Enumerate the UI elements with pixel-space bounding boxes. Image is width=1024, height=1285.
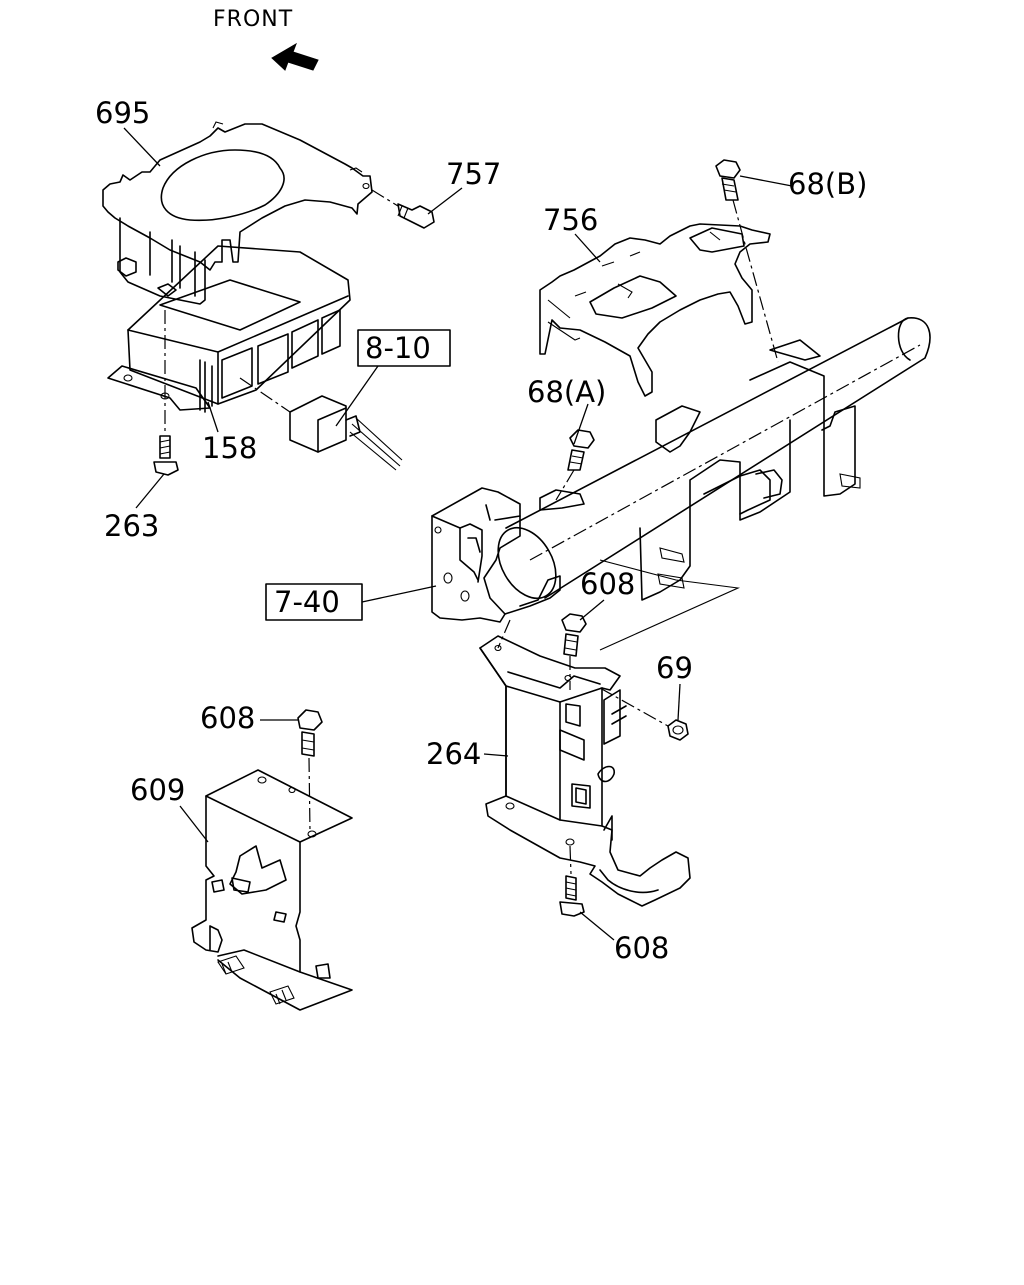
bolt-757-drawing (371, 189, 435, 229)
part-label-608-left: 608 (200, 701, 255, 735)
bracket-756-drawing (539, 223, 771, 397)
bolt-68b-drawing (715, 159, 779, 363)
part-label-68a: 68(A) (527, 375, 606, 409)
ref-box-7-40 (265, 583, 363, 621)
part-label-7-40: 7-40 (274, 585, 340, 619)
part-label-263: 263 (104, 509, 159, 543)
nut-69-drawing (667, 719, 689, 741)
leader-lines (123, 127, 793, 941)
front-arrow-icon (271, 42, 319, 71)
bolt-608-left-drawing (297, 709, 323, 833)
bracket-264-drawing (479, 619, 691, 907)
part-label-695: 695 (95, 96, 150, 130)
part-label-264: 264 (426, 737, 481, 771)
part-label-757: 757 (446, 157, 501, 191)
ref-box-8-10 (357, 329, 451, 367)
part-label-608-bottom: 608 (614, 931, 669, 965)
part-label-756: 756 (543, 203, 598, 237)
part-label-68b: 68(B) (788, 167, 867, 201)
bracket-695-drawing (102, 121, 373, 305)
cross-beam-drawing (497, 317, 931, 651)
connector-drawing (239, 377, 403, 471)
bolt-608-bottom-drawing (559, 845, 585, 917)
part-label-69: 69 (656, 651, 693, 685)
control-unit-158-drawing (107, 245, 351, 413)
part-label-8-10: 8-10 (365, 331, 431, 365)
front-label: FRONT (213, 7, 293, 32)
part-label-608-top: 608 (580, 567, 635, 601)
bolt-68a-drawing (555, 429, 595, 501)
bracket-609-drawing (191, 769, 353, 1011)
bracket-7-40-drawing (431, 487, 561, 623)
bolt-608-top-drawing (561, 613, 587, 690)
part-label-158: 158 (202, 431, 257, 465)
part-label-609: 609 (130, 773, 185, 807)
bolt-263-drawing (153, 310, 179, 476)
